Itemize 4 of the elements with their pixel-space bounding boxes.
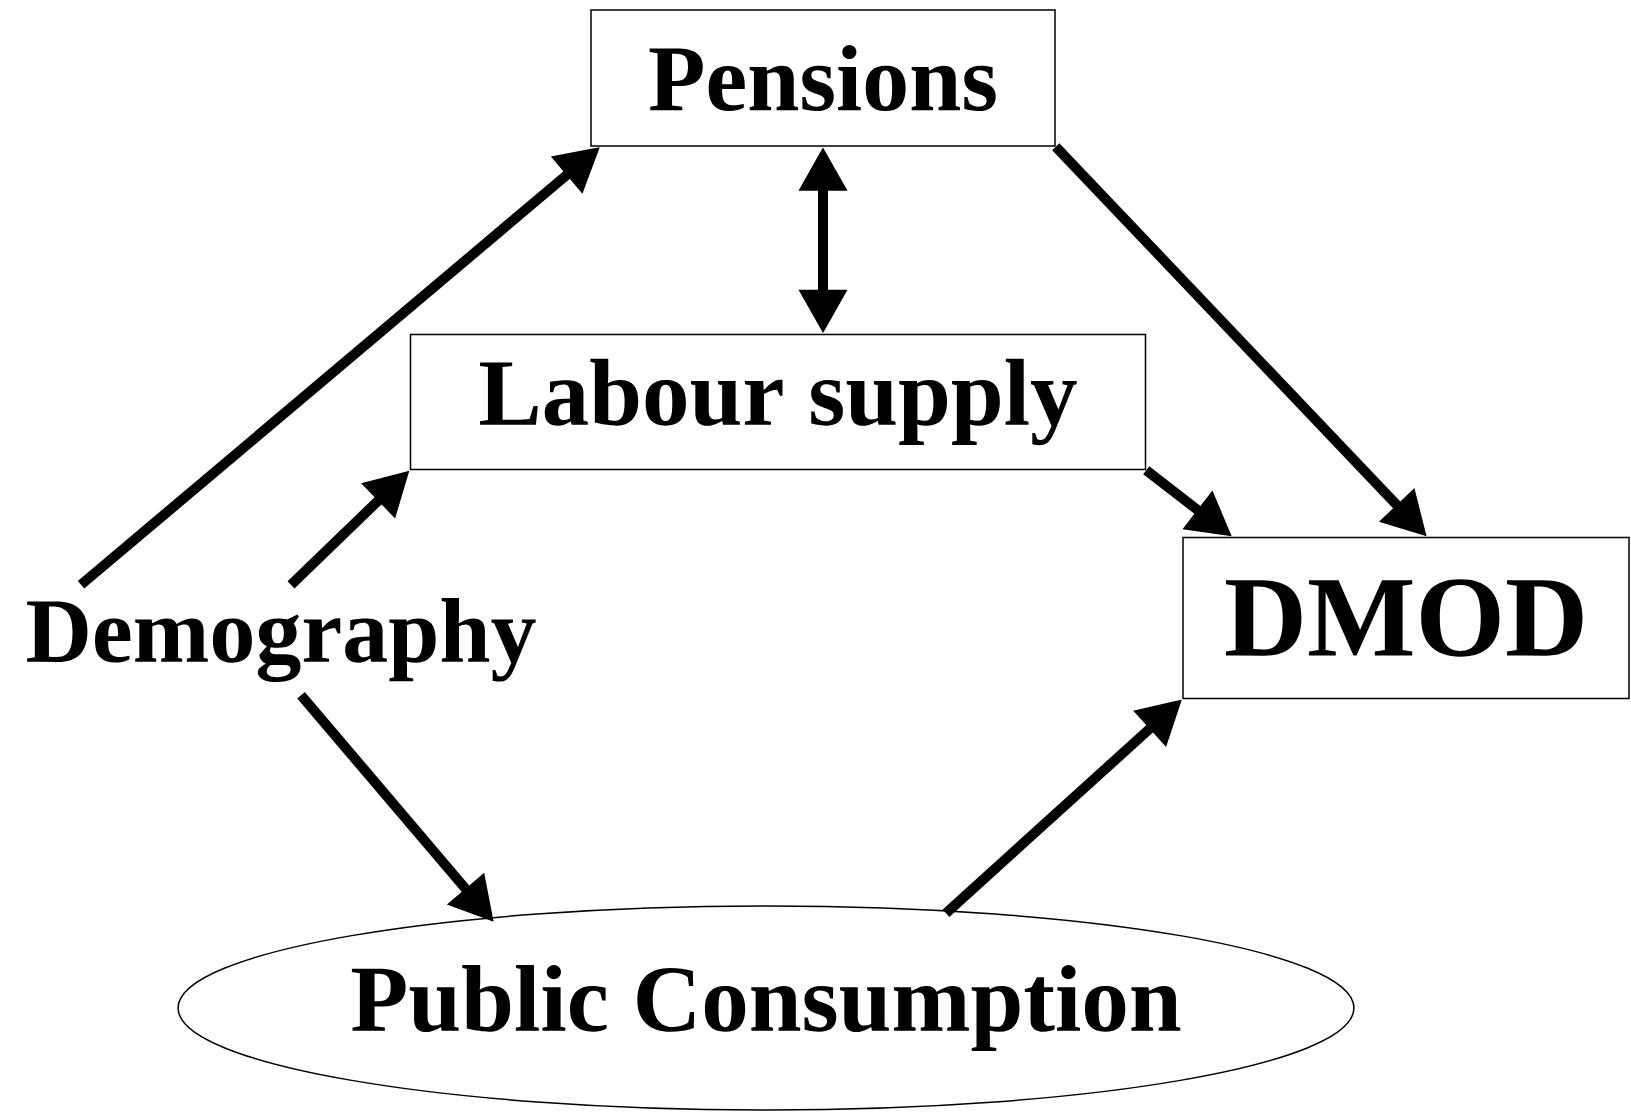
process-box: Pensions	[590, 9, 1056, 147]
demography-label: Demography	[27, 597, 536, 683]
process-box: DMOD	[1182, 536, 1630, 700]
process-box: Labour supply	[409, 333, 1147, 471]
